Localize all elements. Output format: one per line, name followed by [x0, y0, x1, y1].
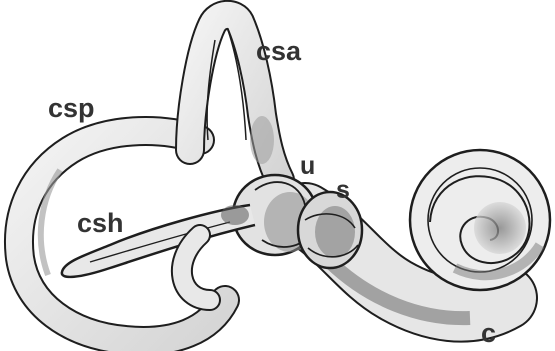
label-csa: csa	[256, 38, 301, 65]
label-c: c	[481, 320, 496, 347]
label-csp: csp	[48, 95, 95, 122]
label-u: u	[300, 154, 315, 179]
label-csh: csh	[77, 210, 124, 237]
label-s: s	[336, 178, 350, 203]
